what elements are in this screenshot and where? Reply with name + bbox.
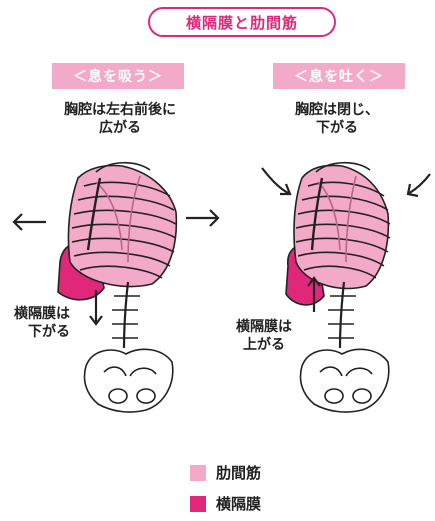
inhale-diaphragm-label-line1: 横隔膜は	[4, 305, 80, 323]
diaphragm-swatch	[190, 496, 206, 512]
exhale-diaphragm-label-line2: 上がる	[226, 336, 302, 354]
expand-right-arrow	[186, 210, 218, 226]
intercostal-swatch	[190, 465, 206, 481]
exhale-ribcage	[286, 163, 390, 412]
exhale-pelvis	[301, 349, 389, 412]
legend-label-intercostal: 肋間筋	[216, 462, 261, 483]
legend-item-intercostal: 肋間筋	[190, 462, 261, 483]
inhale-ribcage	[58, 163, 176, 412]
compress-left-arrow	[262, 168, 290, 194]
exhale-ribcage-body	[294, 166, 388, 289]
inhale-diaphragm-label: 横隔膜は 下がる	[4, 305, 80, 341]
inhale-pelvis	[85, 349, 173, 412]
inhale-diaphragm-label-line2: 下がる	[4, 323, 80, 341]
exhale-diaphragm-label-line1: 横隔膜は	[226, 318, 302, 336]
exhale-diaphragm-label: 横隔膜は 上がる	[226, 318, 302, 354]
legend-item-diaphragm: 横隔膜	[190, 493, 261, 514]
legend-label-diaphragm: 横隔膜	[216, 493, 261, 514]
compress-right-arrow	[408, 174, 430, 196]
legend: 肋間筋 横隔膜	[190, 462, 261, 514]
expand-left-arrow	[14, 214, 46, 230]
